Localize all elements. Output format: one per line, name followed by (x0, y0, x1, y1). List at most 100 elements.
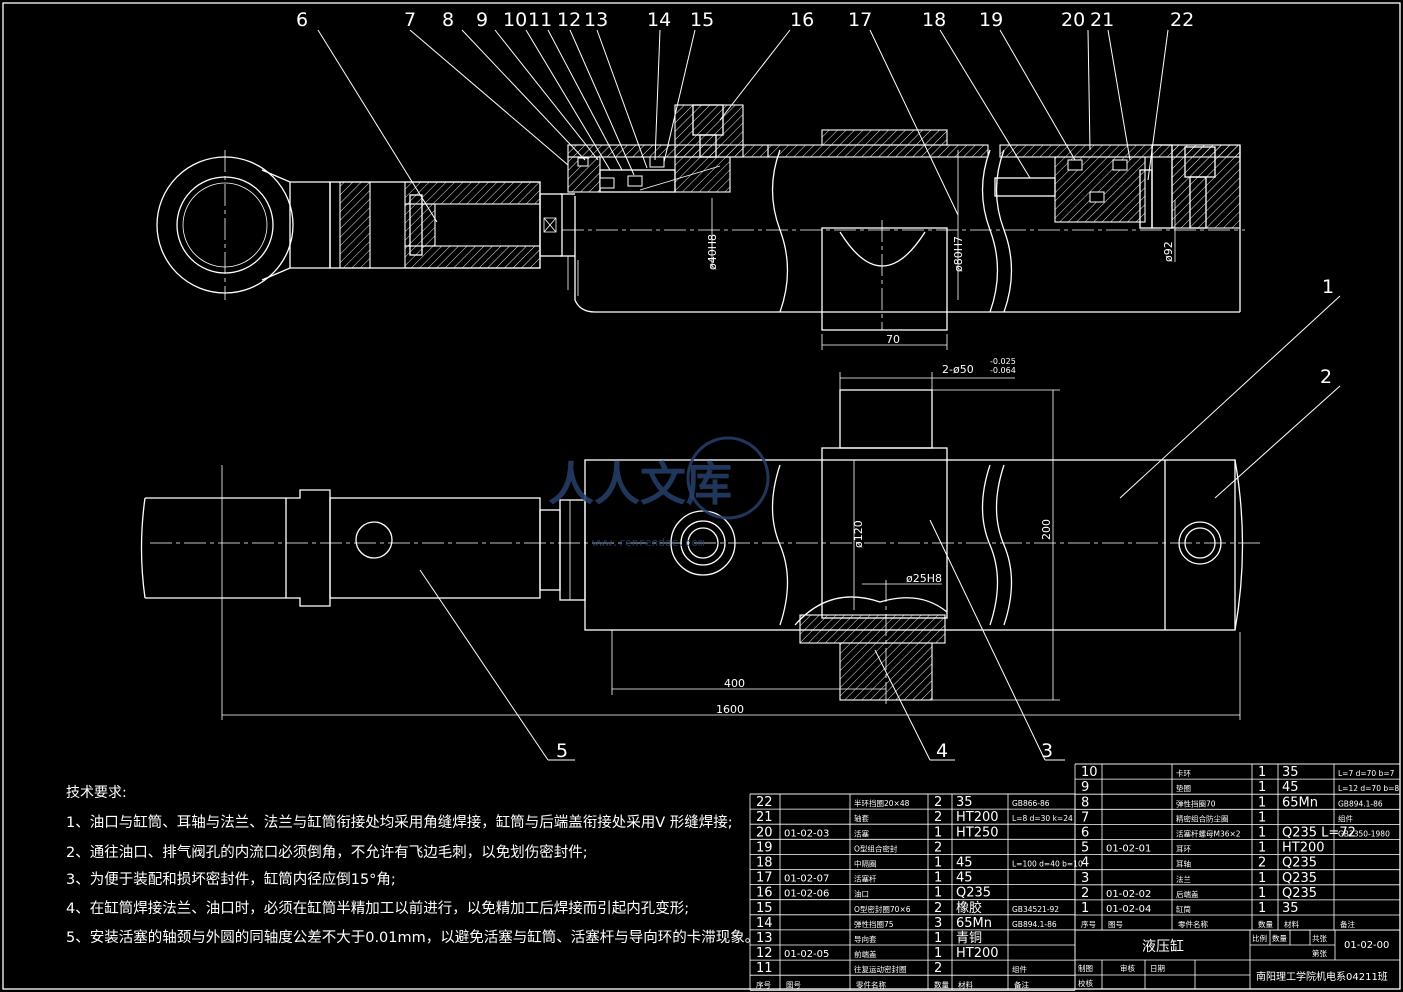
part-number: 3 (1041, 740, 1053, 762)
bom-cell: 2 (934, 901, 942, 916)
bom-cell: 半环挡圈20×48 (854, 798, 910, 808)
bom-cell: 1 (934, 931, 942, 946)
part-number: 11 (528, 9, 552, 31)
part-numbers: 6 7 8 9 10 11 12 13 14 15 16 17 18 19 20… (296, 9, 1334, 762)
bom-cell: 1 (1258, 841, 1266, 856)
bom-cell: 1 (1258, 901, 1266, 916)
bom-cell: 17 (756, 871, 773, 886)
bom-cell: 10 (1081, 765, 1098, 780)
bom-cell: 1 (934, 825, 942, 840)
bom-cell: 中隔圈 (854, 859, 877, 869)
dim-bore-fit: ø80H7 (952, 236, 965, 272)
drawing-title: 液压缸 (1142, 938, 1184, 955)
part-number: 2 (1320, 366, 1332, 388)
requirement-item: 5、安装活塞的轴颈与外圆的同轴度公差不大于0.01mm，以避免活塞与缸筒、活塞杆… (66, 928, 759, 946)
part-number: 14 (647, 9, 671, 31)
bom-cell: 01-02-05 (784, 949, 829, 960)
bom-cell: 6 (1081, 826, 1089, 841)
bom-cell: 1 (1258, 886, 1266, 901)
bom-cell: 1 (1258, 810, 1266, 825)
leader-lines (317, 29, 1341, 761)
bom-cell: 弹性挡圈70 (1176, 798, 1216, 808)
bom-cell: 组件 (1012, 964, 1028, 974)
drawing-number: 01-02-00 (1344, 940, 1389, 951)
bom-cell: 1 (934, 871, 942, 886)
bom-cell: 01-02-07 (784, 874, 829, 885)
label-date: 日期 (1150, 964, 1165, 973)
bom-cell: HT200 (956, 946, 999, 961)
bom-cell: 耳轴 (1176, 859, 1191, 869)
bom-cell: 组件 (1338, 813, 1354, 823)
bom-cell: Q235 L=72 (1282, 826, 1356, 841)
dim-offset: 400 (724, 677, 745, 690)
bom-header-cell: 数量 (1258, 919, 1274, 929)
bom-cell: 5 (1081, 841, 1089, 856)
bom-cell: 35 (1282, 765, 1299, 780)
bom-cell: L=7 d=70 b=7 (1338, 769, 1395, 778)
bom-cell: 2 (1081, 886, 1089, 901)
bom-cell: 35 (956, 795, 973, 810)
bom-cell: 01-02-04 (1106, 904, 1151, 915)
bom-cell: GB2350-1980 (1338, 830, 1390, 839)
part-number: 15 (690, 9, 714, 31)
bom-cell: 9 (1081, 780, 1089, 795)
bom-cell: 35 (1282, 901, 1299, 916)
bom-cell: 往复运动密封圈 (854, 964, 907, 974)
label-checked: 校核 (1078, 978, 1094, 988)
bom-cell: 导向套 (854, 934, 877, 944)
requirements-title: 技术要求: (66, 785, 127, 801)
bom-cell: HT250 (956, 825, 999, 840)
title-block: 液压缸 01-02-00 南阳理工学院机电系04211班 比例 数量 共张 第张… (1074, 929, 1401, 990)
bom-cell: GB34521-92 (1012, 905, 1059, 914)
bom-header-cell: 备注 (1340, 919, 1356, 929)
bom-cell: 1 (1081, 901, 1089, 916)
part-number: 10 (503, 9, 527, 31)
bom-cell: 12 (756, 946, 773, 961)
part-number: 22 (1170, 9, 1194, 31)
requirement-item: 2、通往油口、排气阀孔的内流口必须倒角，不允许有飞边毛刺，以免划伤密封件; (66, 844, 588, 861)
part-number: 17 (848, 9, 872, 31)
bom-cell: 1 (1258, 871, 1266, 886)
watermark: 人人文库 www.renrendoc.com (548, 436, 770, 549)
bom-header-cell: 图号 (1108, 920, 1123, 929)
bom-cell: L=100 d=40 b=10 (1012, 860, 1083, 869)
bom-cell: Q235 (1282, 871, 1317, 886)
bom-header-cell: 零件名称 (856, 979, 886, 989)
dim-height: 200 (1040, 519, 1053, 540)
dim-trunnion-len: 70 (886, 333, 900, 346)
bom-cell: 后端盖 (1176, 889, 1199, 899)
bom-cell: 01-02-06 (784, 889, 829, 900)
bom-cell: 轴套 (854, 813, 869, 823)
dim-rod-fit: ø40H8 (706, 234, 719, 270)
dim-trunnion-fit: 2-ø50 (942, 363, 974, 376)
bom-cell: Q235 (1282, 886, 1317, 901)
bom-cell: 45 (956, 856, 973, 871)
bom-cell: 1 (1258, 780, 1266, 795)
technical-requirements: 技术要求: 1、油口与缸筒、耳轴与法兰、法兰与缸筒衔接处均采用角缝焊接，缸筒与后… (66, 785, 759, 946)
bom-cell: O型组合密封 (854, 843, 898, 853)
label-review: 审核 (1120, 963, 1136, 973)
bom-cell: 11 (756, 961, 773, 976)
bom-cell: 青铜 (956, 931, 982, 946)
part-number: 4 (936, 740, 948, 762)
part-number: 16 (790, 9, 814, 31)
requirement-item: 4、在缸筒焊接法兰、油口时，必须在缸筒半精加工以前进行，以免精加工后焊接而引起内… (66, 899, 689, 917)
bom-cell: 3 (934, 916, 942, 931)
requirement-item: 1、油口与缸筒、耳轴与法兰、法兰与缸筒衔接处均采用角缝焊接，缸筒与后端盖衔接处采… (66, 813, 733, 831)
bom-cell: 01-02-03 (784, 828, 829, 839)
part-number: 13 (584, 9, 608, 31)
bom-cell: 19 (756, 840, 773, 855)
bom-cell: GB894.1-86 (1338, 799, 1383, 808)
bom-cell: 活塞杆螺母M36×2 (1176, 829, 1241, 839)
dim-trunnion-tol-lower: -0.064 (990, 366, 1016, 375)
bom-cell: 2 (934, 840, 942, 855)
label-ratio: 比例 (1252, 933, 1267, 943)
bom-cell: 22 (756, 795, 773, 810)
dim-port-dia: ø92 (1162, 241, 1175, 262)
watermark-url: www.renrendoc.com (592, 536, 705, 549)
bom-cell: 2 (934, 795, 942, 810)
bom-cell: 1 (1258, 795, 1266, 810)
